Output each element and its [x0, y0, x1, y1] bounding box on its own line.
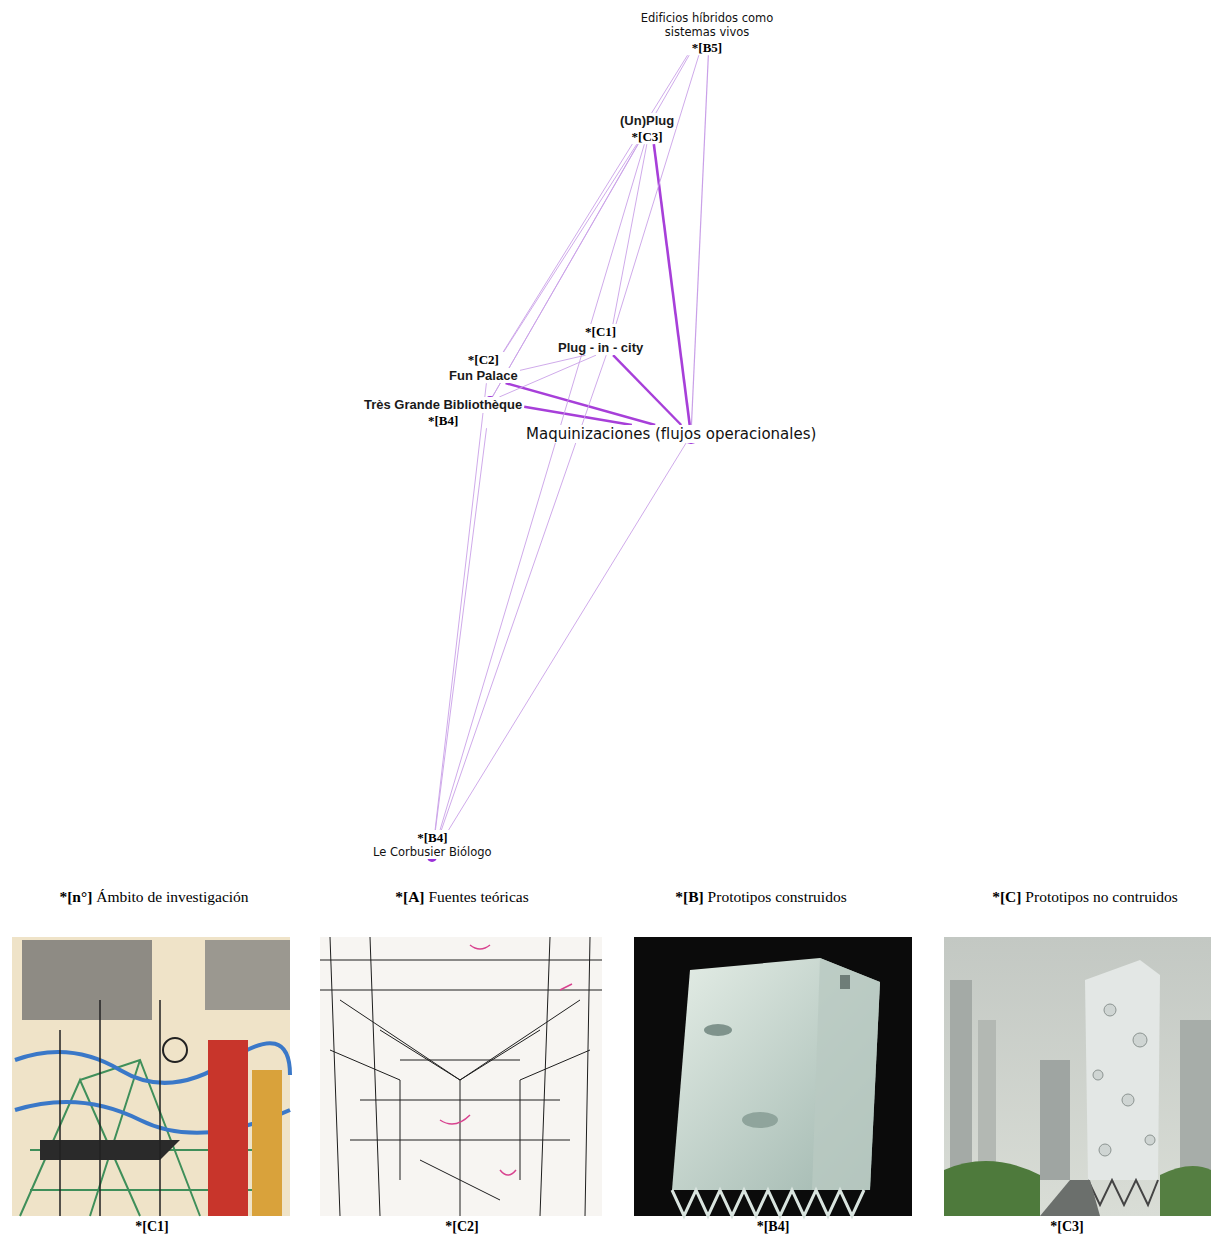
network-node: *[C2]Fun Palace: [447, 352, 520, 383]
network-node: *[C1]Plug - in - city: [556, 324, 645, 355]
node-label: (Un)Plug: [618, 113, 676, 129]
category-heading: *[B] Prototipos construidos: [675, 888, 846, 906]
category-heading: *[C] Prototipos no contruidos: [992, 888, 1178, 906]
unplug-tower-image: [944, 937, 1211, 1216]
relation-line: [492, 55, 689, 397]
relation-line: [654, 144, 690, 425]
reference-code: *[C2]: [466, 352, 501, 368]
relation-line: [440, 144, 644, 830]
network-node: Très Grande Bibliothèque*[B4]: [362, 397, 524, 428]
reference-code: *[B4]: [426, 413, 460, 429]
node-label: Plug - in - city: [556, 340, 645, 356]
node-label: Le Corbusier Biólogo: [371, 846, 494, 860]
image-caption: *[C1]: [135, 1219, 168, 1235]
plug-in-city-image: [12, 937, 290, 1216]
network-node: Maquinizaciones (flujos operacionales): [524, 425, 818, 443]
category-heading: *[A] Fuentes teóricas: [395, 888, 528, 906]
node-label: Fun Palace: [447, 368, 520, 384]
network-node: (Un)Plug*[C3]: [618, 113, 676, 144]
image-caption: *[B4]: [757, 1219, 790, 1235]
relation-line: [524, 407, 632, 425]
relation-line: [613, 355, 681, 425]
image-caption: *[C2]: [445, 1219, 478, 1235]
node-label: Très Grande Bibliothèque: [362, 397, 524, 413]
relation-line: [435, 428, 486, 830]
reference-code: *[C3]: [630, 129, 665, 145]
image-caption: *[C3]: [1050, 1219, 1083, 1235]
reference-code: *[C1]: [583, 324, 618, 340]
library-model-image: [634, 937, 912, 1216]
relation-line: [520, 355, 586, 370]
network-node: Edificios híbridos como sistemas vivos*[…: [630, 12, 784, 55]
relation-line: [504, 144, 637, 352]
relation-line: [506, 383, 656, 425]
relation-line: [691, 55, 708, 425]
relation-line: [616, 55, 699, 324]
reference-code: *[B4]: [415, 830, 449, 846]
relation-line: [449, 443, 687, 830]
relation-line: [435, 383, 486, 830]
category-heading: *[n°] Ámbito de investigación: [59, 888, 248, 906]
node-label: Maquinizaciones (flujos operacionales): [524, 425, 818, 443]
relation-line: [492, 144, 638, 397]
node-label: Edificios híbridos como sistemas vivos: [630, 12, 784, 40]
reference-code: *[B5]: [690, 40, 724, 56]
network-node: *[B4]Le Corbusier Biólogo: [371, 830, 494, 859]
fun-palace-image: [320, 937, 602, 1216]
